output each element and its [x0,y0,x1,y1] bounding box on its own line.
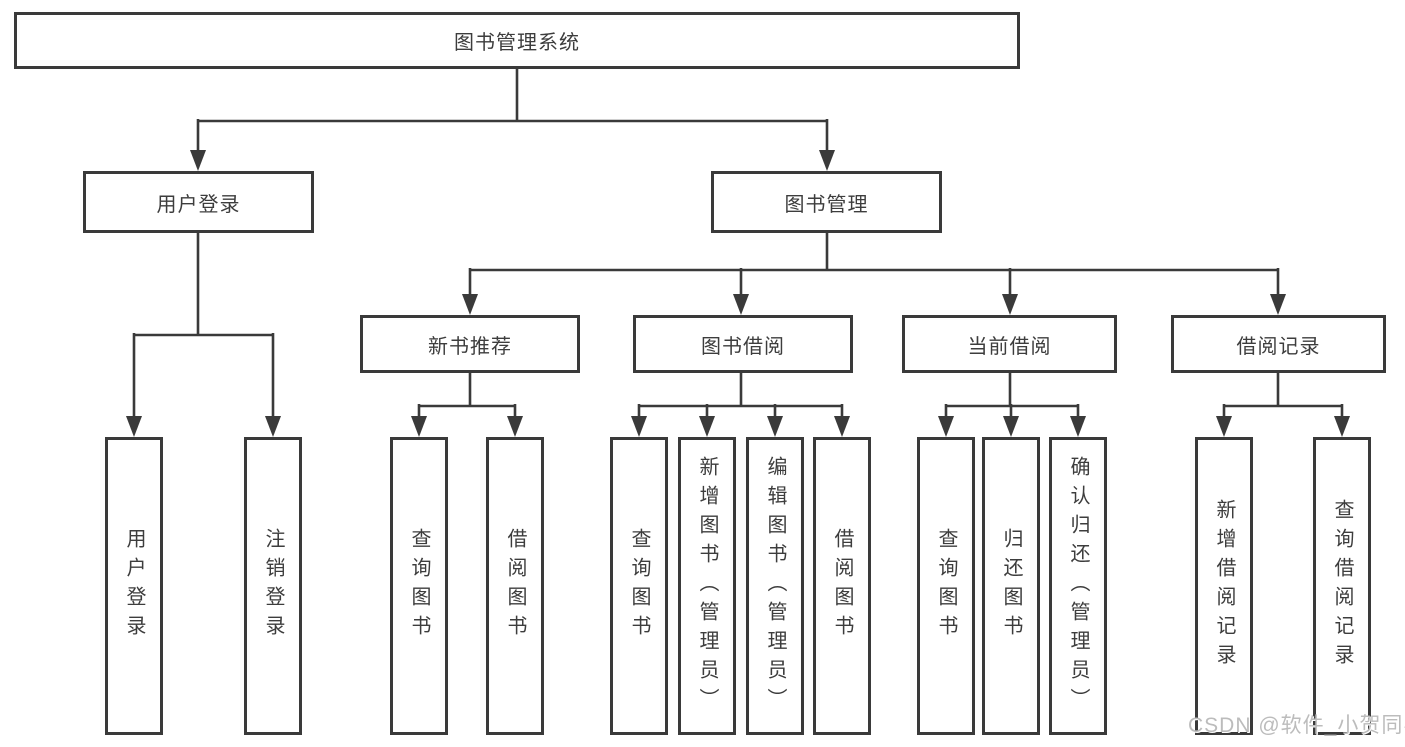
node-label: 新增图书（管理员） [696,455,718,717]
node-query-books-borrow: 查询图书 [610,437,668,735]
connector-root-to-level2 [196,69,829,152]
node-label: 图书借阅 [701,335,785,358]
connector-bookmgmt-to-level3 [468,233,1280,297]
node-user-login: 用户登录 [83,171,314,233]
node-label: 借阅图书 [831,528,853,644]
arrow-down-icon [834,416,850,437]
node-label: 查询图书 [408,528,430,644]
node-label: 查询图书 [935,528,957,644]
node-label: 图书管理系统 [454,32,580,54]
node-query-borrow-record: 查询借阅记录 [1313,437,1371,735]
arrow-down-icon [265,416,281,437]
node-return-books: 归还图书 [982,437,1040,735]
node-label: 用户登录 [123,528,145,644]
connector-bookborrow-to-leaves [637,373,844,420]
connector-newbook-to-leaves [417,373,517,420]
arrow-down-icon [1002,294,1018,315]
arrow-down-icon [190,150,206,171]
node-label: 借阅记录 [1236,335,1321,358]
node-query-books-current: 查询图书 [917,437,975,735]
arrow-down-icon [1270,294,1286,315]
node-label: 确认归还（管理员） [1067,455,1089,717]
arrow-down-icon [1003,416,1019,437]
arrow-down-icon [1334,416,1350,437]
arrow-down-icon [1070,416,1086,437]
node-book-management: 图书管理 [711,171,942,233]
node-logout: 注销登录 [244,437,302,735]
node-label: 新增借阅记录 [1213,499,1235,673]
arrow-down-icon [699,416,715,437]
arrow-down-icon [938,416,954,437]
arrow-down-icon [507,416,523,437]
node-label: 查询借阅记录 [1331,499,1353,673]
arrow-down-icon [126,416,142,437]
node-label: 归还图书 [1000,528,1022,644]
node-book-borrowing: 图书借阅 [633,315,853,373]
node-label: 当前借阅 [967,335,1052,358]
node-confirm-return-admin: 确认归还（管理员） [1049,437,1107,735]
arrow-down-icon [767,416,783,437]
connector-currentborrow-to-leaves [944,373,1080,420]
node-edit-books-admin: 编辑图书（管理员） [746,437,804,735]
node-borrow-books-borrow: 借阅图书 [813,437,871,735]
node-add-books-admin: 新增图书（管理员） [678,437,736,735]
node-label: 新书推荐 [428,335,512,358]
node-login: 用户登录 [105,437,163,735]
arrow-down-icon [819,150,835,171]
node-current-borrowing: 当前借阅 [902,315,1117,373]
node-query-books-recommend: 查询图书 [390,437,448,735]
arrow-down-icon [733,294,749,315]
node-label: 注销登录 [262,528,284,644]
node-borrow-books-recommend: 借阅图书 [486,437,544,735]
node-label: 查询图书 [628,528,650,644]
arrow-down-icon [411,416,427,437]
node-new-book-recommend: 新书推荐 [360,315,580,373]
node-borrowing-records: 借阅记录 [1171,315,1386,373]
connector-userlogin-to-leaves [132,233,275,419]
node-label: 图书管理 [784,193,869,216]
node-add-borrow-record: 新增借阅记录 [1195,437,1253,735]
csdn-watermark: CSDN @软件_小贺同学 [1188,714,1405,737]
connector-borrowrecord-to-leaves [1222,373,1344,420]
arrow-down-icon [462,294,478,315]
node-library-management-system: 图书管理系统 [14,12,1020,69]
arrow-down-icon [1216,416,1232,437]
node-label: 借阅图书 [504,528,526,644]
node-label: 用户登录 [156,193,241,216]
arrow-down-icon [631,416,647,437]
node-label: 编辑图书（管理员） [764,455,786,717]
